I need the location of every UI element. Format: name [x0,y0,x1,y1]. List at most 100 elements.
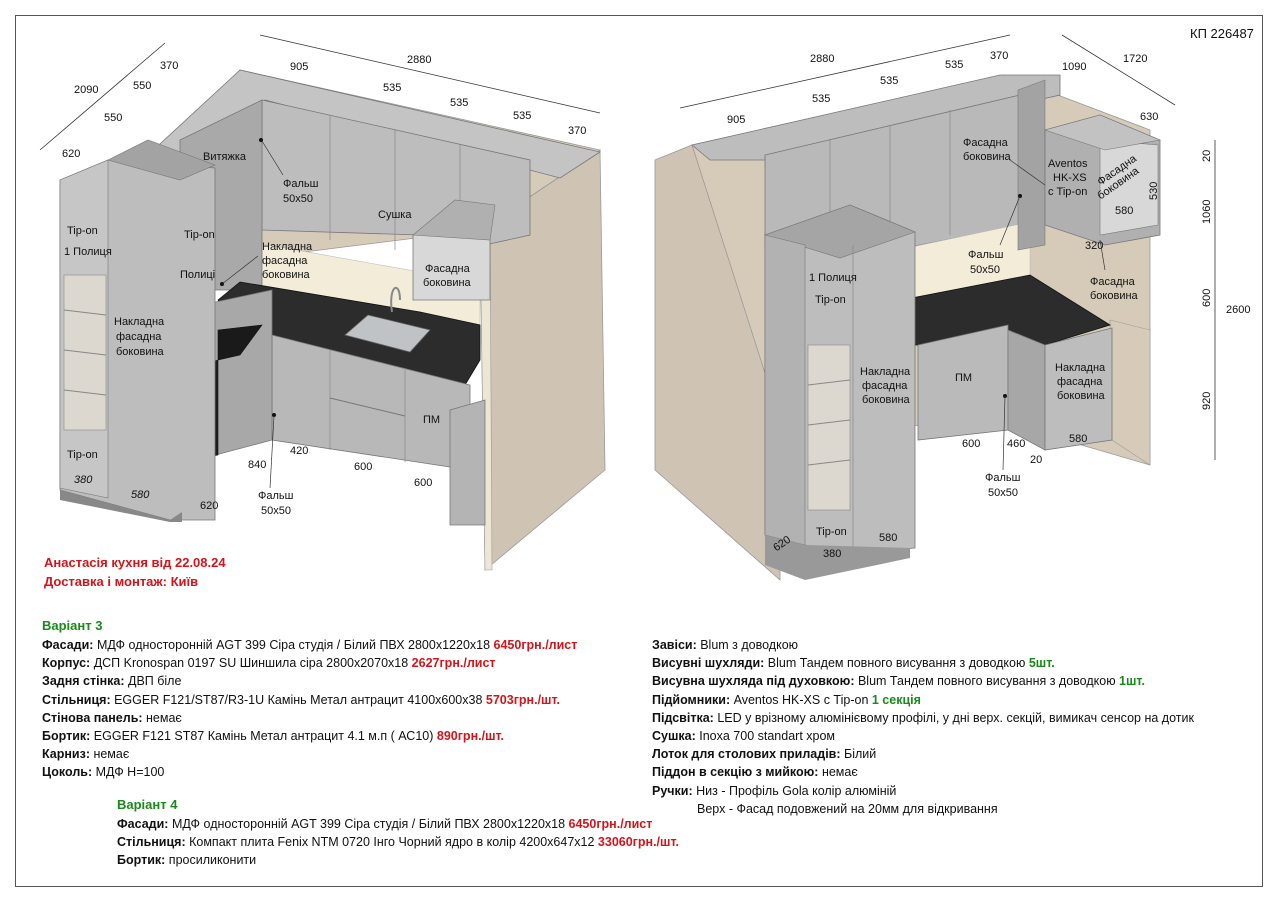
v3-right-key: Сушка: [652,728,696,743]
v4-key: Бортик: [117,853,166,868]
left-corner-base [449,399,486,526]
v3-right-highlight: 1шт. [1119,674,1145,689]
dim-535a: 535 [383,82,401,94]
label-falsh1b: 50х50 [283,193,313,205]
v3-right-key: Підсвітка: [652,710,714,725]
label-nakl1: Накладна [262,241,313,253]
v3-right-value: Inoxa 700 standart хром [695,728,836,743]
v4-value: МДФ односторонній AGT 399 Сіра студія / … [168,817,569,831]
v4-row: Бортик: просиликонити [117,851,679,869]
v3-left-row: Корпус: ДСП Kronospan 0197 SU Шиншила сі… [42,654,577,672]
v3-right-value: LED у врізному алюмінієвому профілі, у д… [713,710,1194,725]
label-tipon3: Tip-on [67,449,98,461]
v4-row: Фасади: МДФ односторонній AGT 399 Сіра с… [117,815,679,833]
v3-left-value: МДФ Н=100 [92,765,165,780]
v3-left-value: EGGER F121 ST87 Камінь Метал антрацит 4.… [90,728,437,743]
v3-left-key: Карниз: [42,747,90,762]
label-falsh2b: 50х50 [261,505,291,517]
v3-left-value: немає [89,747,130,762]
v3-right-value: Blum Тандем повного висування з доводкою [854,674,1120,689]
label-nakl1c: боковина [262,269,311,281]
label-fasadna: Фасадна [425,263,471,275]
v4-highlight: 6450грн./лист [568,817,653,831]
label-falsh2: Фальш [258,490,294,502]
v3-right-key: Завіси: [652,638,697,652]
v3-right-key: Піддон в секцію з мийкою: [652,765,819,780]
v3-left-highlight: 2627грн./лист [411,656,496,671]
v3-right-row: Висувні шухляди: Blum Тандем повного вис… [652,654,1194,672]
label-sushka: Сушка [378,209,412,221]
left-open-shelves [63,274,107,431]
label-tipon2: Tip-on [184,229,215,241]
v3-right-value: Білий [840,747,877,762]
order-title: Анастасія кухня від 22.08.24 [44,555,226,570]
v3-right-key: Лоток для столових приладів: [652,747,841,762]
page-frame [15,15,1263,887]
v3-left-key: Задня стінка: [42,674,125,689]
dim-600a: 600 [354,461,372,473]
v3-left-row: Задня стінка: ДВП біле [42,672,577,690]
v3-right-highlight: 5шт. [1028,656,1055,671]
variant3-title: Варіант 3 [42,618,103,633]
left-sink [344,314,431,353]
v3-right-row: Висувна шухляда під духовкою: Blum Танде… [652,672,1194,690]
v3-left-row: Цоколь: МДФ Н=100 [42,763,577,781]
v3-left-highlight: 5703грн./шт. [485,692,560,707]
v3-right-value: Blum з доводкою [696,638,799,652]
dim-380: 380 [74,474,93,486]
v3-right-row: Верх - Фасад подовжений на 20мм для відк… [652,800,1194,818]
label-fasadnab: боковина [423,277,472,289]
dim-905: 905 [290,61,308,73]
label-nakl2c: боковина [116,346,165,358]
v3-right-row: Ручки: Низ - Профіль Gola колір алюміній [652,782,1194,800]
v3-left-row: Стінова панель: немає [42,709,577,727]
dim-550a: 550 [133,80,151,92]
dim-580: 580 [131,489,150,501]
v3-right-value: Низ - Профіль Gola колір алюміній [692,783,897,798]
v3-left-row: Бортик: EGGER F121 ST87 Камінь Метал ант… [42,727,577,745]
v3-left-key: Бортик: [42,728,91,743]
v3-right-key: Ручки: [652,783,693,798]
v3-left-highlight: 890грн./шт. [436,728,504,743]
v3-right-row: Підсвітка: LED у врізному алюмінієвому п… [652,709,1194,727]
order-delivery: Доставка і монтаж: Київ [44,574,199,589]
dim-840: 840 [248,459,266,471]
label-pm: ПМ [423,414,440,426]
dim-550b: 550 [104,112,122,124]
v3-left-key: Корпус: [42,656,91,671]
v3-left-highlight: 6450грн./лист [493,638,578,652]
label-polytsi: Полиці [180,269,215,281]
v3-right-value: Верх - Фасад подовжений на 20мм для відк… [697,801,998,816]
v3-left-value: МДФ односторонній AGT 399 Сіра студія / … [93,638,494,652]
v4-row: Стільниця: Компакт плита Fenix NTM 0720 … [117,833,679,851]
v3-left-value: EGGER F121/ST87/R3-1U Камінь Метал антра… [110,692,486,707]
v3-right-value: Aventos HK-XS с Tip-on [730,692,872,707]
label-tipon1: Tip-on [67,225,98,237]
v3-right-row: Сушка: Inoxa 700 standart хром [652,727,1194,745]
v3-right-highlight: 1 секція [871,692,921,707]
v3-left-row: Карниз: немає [42,745,577,763]
label-falsh1: Фальш [283,178,319,190]
document-code: КП 226487 [1190,26,1254,41]
dim-535c: 535 [513,110,531,122]
dim-370a: 370 [160,60,178,72]
label-polytsia: 1 Полиця [64,246,112,258]
v3-right-row: Піддон в секцію з мийкою: немає [652,763,1194,781]
v3-left-row: Стільниця: EGGER F121/ST87/R3-1U Камінь … [42,691,577,709]
v4-value: Компакт плита Fenix NTM 0720 Інго Чорний… [185,835,598,850]
v3-right-key: Висувні шухляди: [652,656,765,671]
v3-left-row: Фасади: МДФ односторонній AGT 399 Сіра с… [42,636,577,654]
dim-620: 620 [62,148,80,160]
dim-2090: 2090 [74,84,98,96]
v3-left-key: Цоколь: [42,765,93,780]
order-header: Анастасія кухня від 22.08.24 Доставка і … [44,553,226,591]
v3-left-value: немає [142,710,182,725]
v3-right-row: Підйомники: Aventos HK-XS с Tip-on 1 сек… [652,691,1194,709]
dim-600b: 600 [414,477,432,489]
label-nakl2b: фасадна [116,331,162,343]
label-vytyazhka: Витяжка [203,151,247,163]
dim-620b: 620 [200,500,218,512]
v3-right-row: Завіси: Blum з доводкою [652,636,1194,654]
variant3-left-specs: Фасади: МДФ односторонній AGT 399 Сіра с… [42,636,577,782]
v4-key: Стільниця: [117,835,186,850]
